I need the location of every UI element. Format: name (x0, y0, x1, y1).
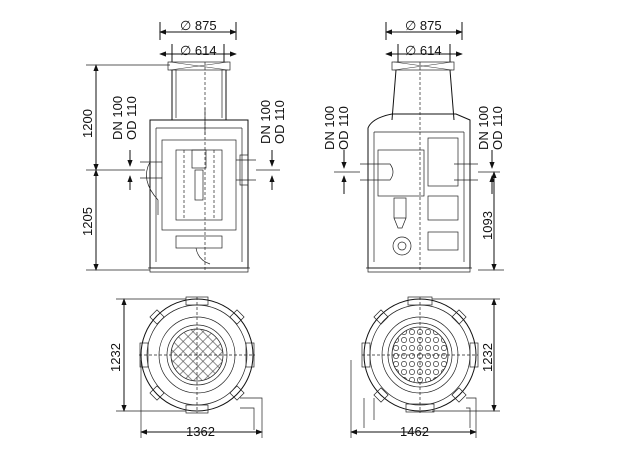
right-inlet-dims: DN 100 OD 110 (322, 106, 360, 194)
right-outlet-dn: DN 100 (476, 106, 491, 150)
right-height-dims: 1093 (478, 171, 504, 271)
left-inlet-od: OD 110 (124, 96, 139, 140)
right-inlet-dn: DN 100 (322, 106, 337, 150)
right-height-1093: 1093 (480, 211, 495, 240)
left-plan-depth-dim: 1232 (108, 298, 186, 412)
right-diameter-875-dim: ∅ 875 (385, 18, 463, 40)
left-outlet-dims: DN 100 OD 110 (256, 100, 287, 190)
right-outlet-od: OD 110 (490, 106, 505, 150)
left-outlet-od: OD 110 (272, 100, 287, 144)
right-diameter-614-dim: ∅ 614 (385, 43, 463, 62)
left-diameter-875-label: ∅ 875 (180, 18, 217, 33)
right-diameter-614-label: ∅ 614 (405, 43, 442, 58)
right-diameter-875-label: ∅ 875 (405, 18, 442, 33)
right-plan-depth-dim: 1232 (432, 298, 500, 412)
right-plan-width-label: 1462 (400, 424, 429, 439)
right-plan-depth-label: 1232 (480, 343, 495, 372)
right-side-view: ∅ 875 ∅ 614 DN 100 (322, 18, 505, 273)
left-outlet-dn: DN 100 (258, 100, 273, 144)
left-inlet-dn: DN 100 (110, 96, 125, 140)
left-diameter-875-dim: ∅ 875 (159, 18, 237, 40)
left-plan-depth-label: 1232 (108, 343, 123, 372)
right-plan-width-dim: 1462 (350, 360, 477, 439)
left-plan-width-dim: 1362 (140, 360, 263, 439)
left-side-view: ∅ 875 ∅ 614 (80, 18, 287, 273)
right-outlet-dims: DN 100 OD 110 (476, 106, 505, 194)
left-diameter-614-dim: ∅ 614 (159, 43, 237, 62)
right-inlet-od: OD 110 (336, 106, 351, 150)
left-diameter-614-label: ∅ 614 (180, 43, 217, 58)
left-height-1200: 1200 (80, 109, 95, 138)
left-height-dims: 1200 1205 DN 100 OD 110 (80, 64, 170, 271)
right-plan-view: 1232 1462 (350, 296, 500, 439)
left-plan-view: 1232 1362 (108, 296, 263, 439)
left-plan-width-label: 1362 (186, 424, 215, 439)
left-height-1205: 1205 (80, 207, 95, 236)
